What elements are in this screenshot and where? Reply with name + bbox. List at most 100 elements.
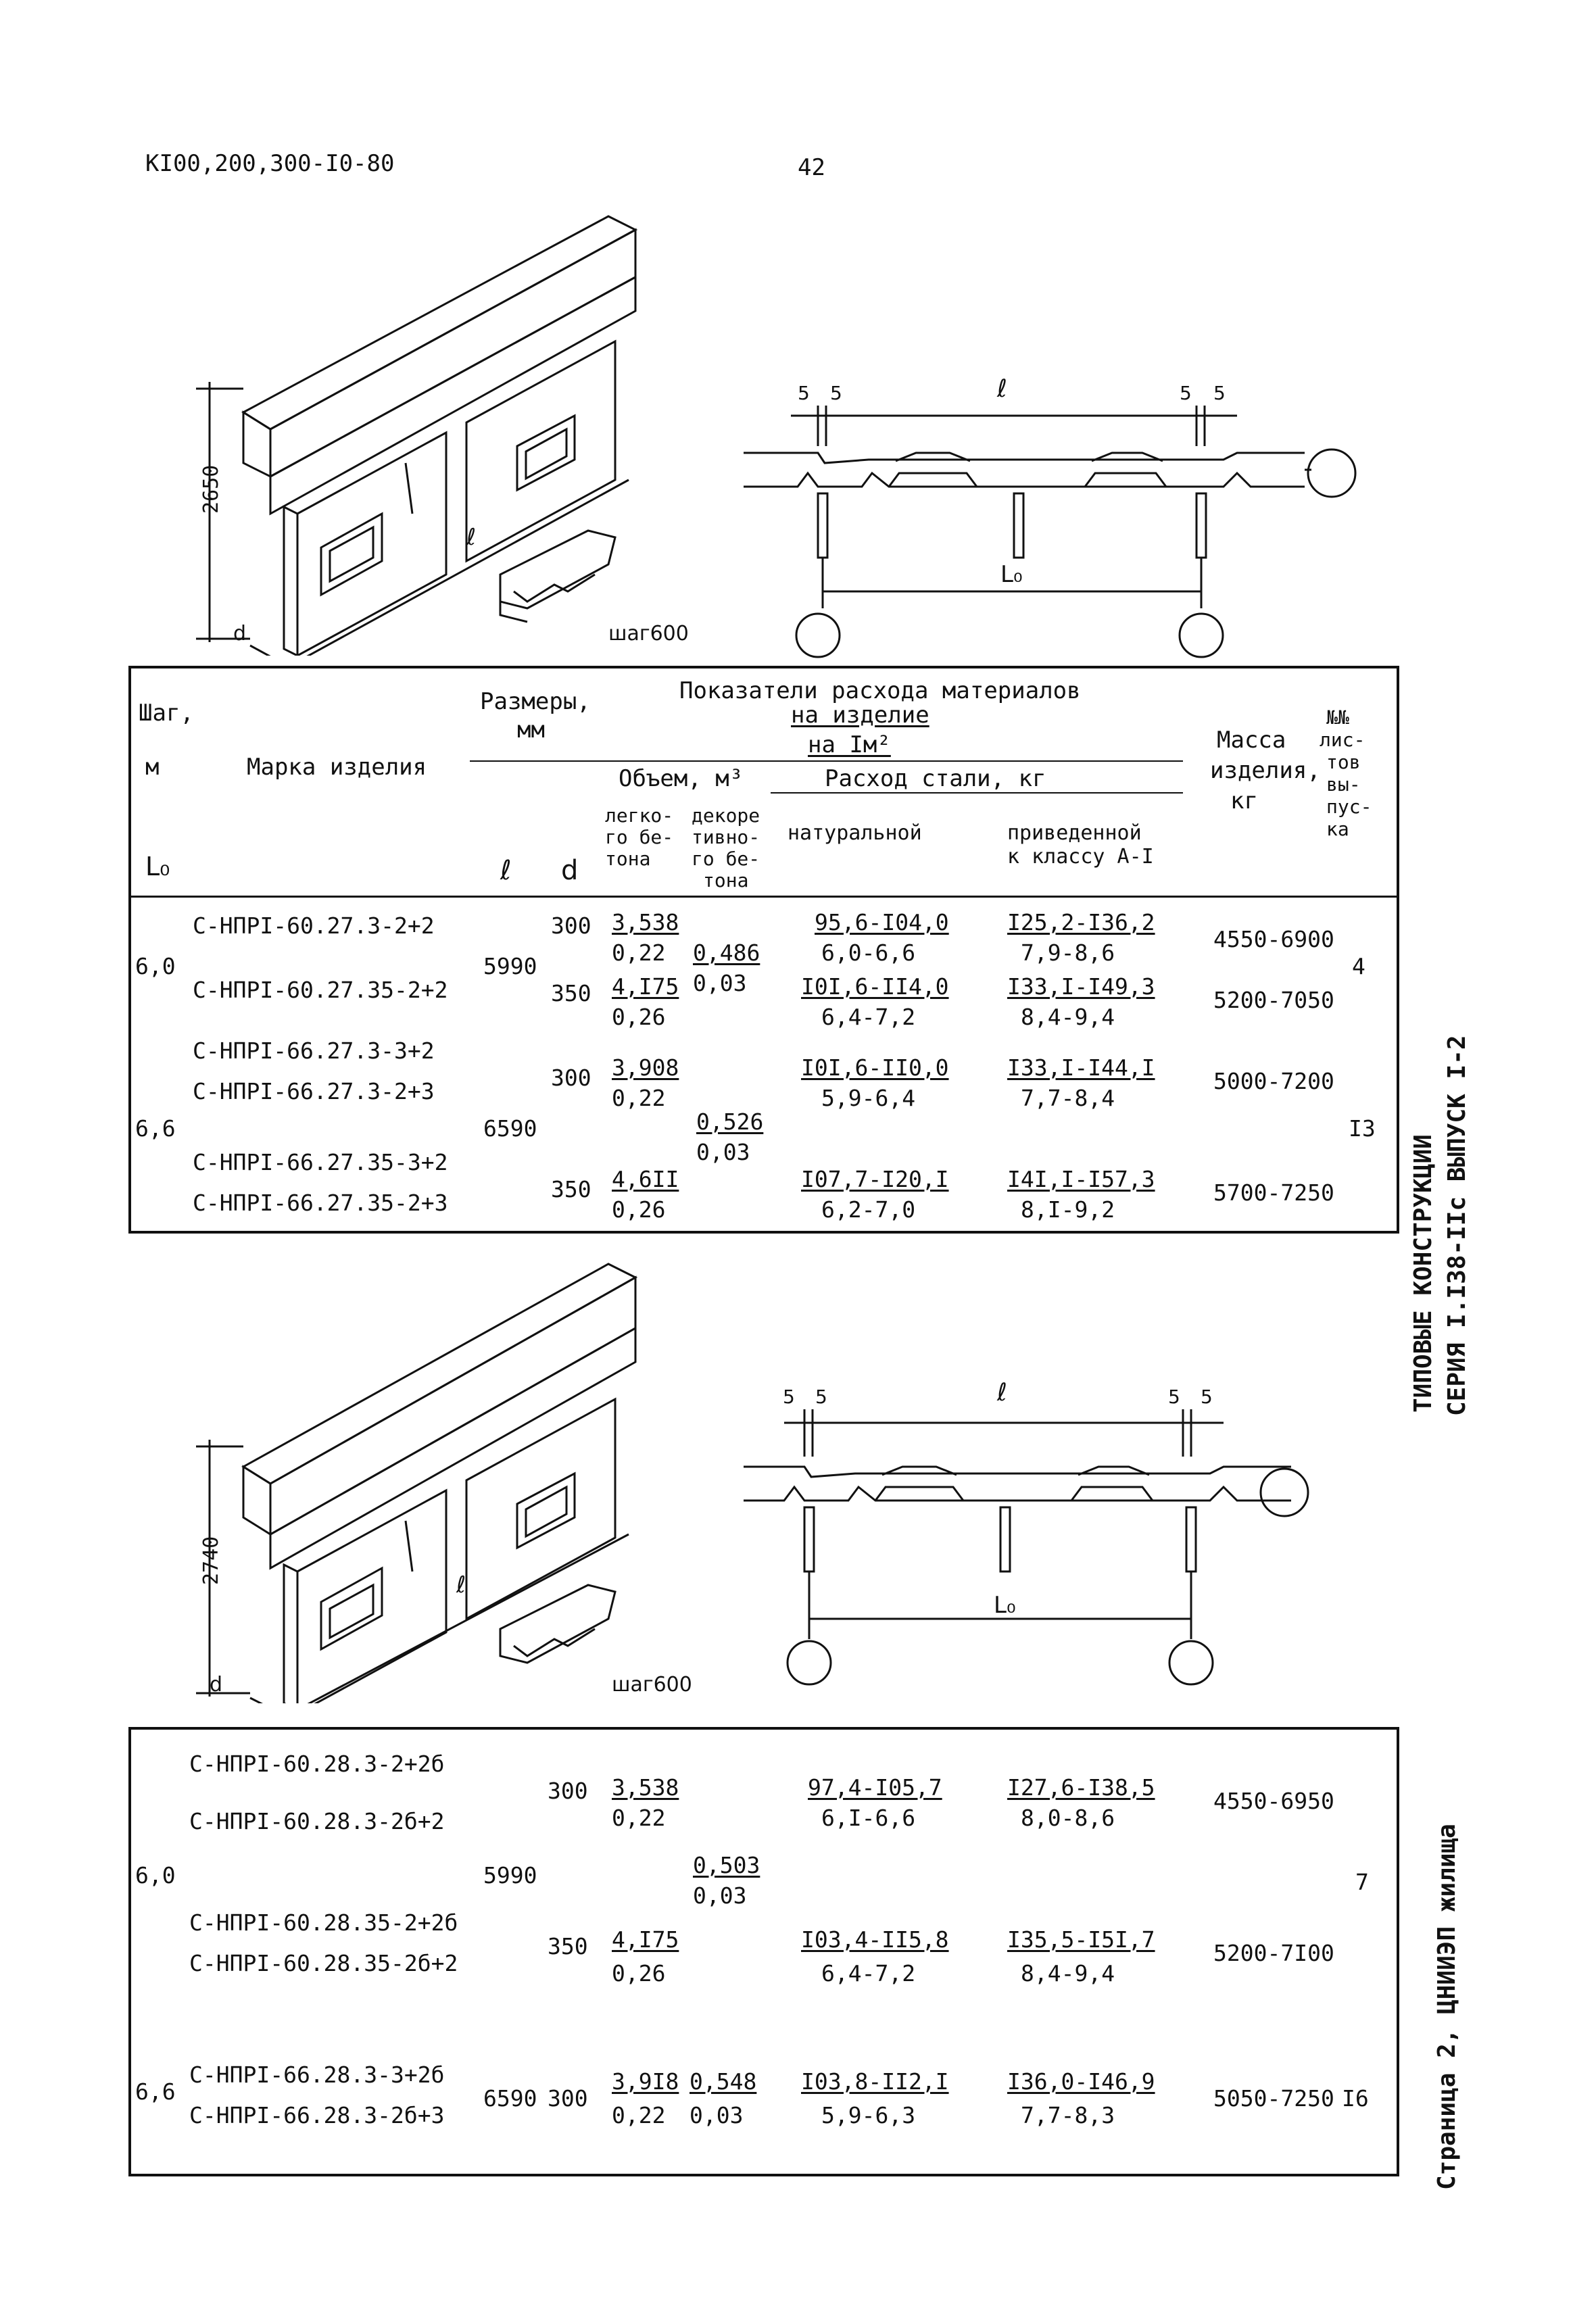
t2-r2-reduced-bottom: 8,4-9,4 <box>1021 1960 1115 1987</box>
step-label: шаг600 <box>608 622 689 645</box>
t1-r4-mark-a: С-НПРI-66.27.35-3+2 <box>193 1149 448 1175</box>
length-symbol: ℓ <box>466 524 477 551</box>
document-code: КI00,200,300-I0-80 <box>145 150 395 177</box>
t2-r3-d: 300 <box>548 2085 588 2112</box>
t2-group1-decor-bottom: 0,03 <box>693 1882 747 1909</box>
gap-label-left: 5 <box>798 382 810 404</box>
t1-r4-volume-bottom: 0,26 <box>612 1196 666 1223</box>
t2-r2-natural-bottom: 6,4-7,2 <box>821 1960 916 1987</box>
t1-r3-mass: 5000-7200 <box>1213 1068 1334 1094</box>
header-sizes-unit: мм <box>517 716 545 744</box>
t1-group2-step: 6,6 <box>135 1115 176 1142</box>
header-decor-concrete-3: го бе- <box>692 848 760 870</box>
t2-r3-mass: 5050-7250 <box>1213 2085 1334 2112</box>
t2-r1-reduced-bottom: 8,0-8,6 <box>1021 1805 1115 1831</box>
height-dimension-label-2: 2740 <box>199 1536 223 1585</box>
t2-group2-length: 6590 <box>483 2085 537 2112</box>
header-d-symbol: d <box>561 855 579 886</box>
t2-group1-decor-top: 0,503 <box>693 1852 760 1878</box>
t1-group1-decor-top: 0,486 <box>693 940 760 966</box>
t1-r1-volume-top: 3,538 <box>612 909 679 935</box>
t2-r1-natural-top: 97,4-I05,7 <box>808 1774 942 1801</box>
header-reduced-1: приведенной <box>1007 821 1142 845</box>
panel-isometric-drawing-2 <box>176 1244 703 1703</box>
t2-r3-volume-top: 3,9I8 <box>612 2068 679 2095</box>
t1-r3-reduced-top: I33,I-I44,I <box>1007 1054 1155 1081</box>
t1-r3-volume-bottom: 0,22 <box>612 1085 666 1111</box>
span-symbol: ℓ <box>997 375 1007 403</box>
gap-label-right-2: 5 <box>1213 382 1226 404</box>
t1-r1-volume-bottom: 0,22 <box>612 940 666 966</box>
t1-r2-natural-top: I0I,6-II4,0 <box>801 973 949 1000</box>
t2-r3-mark-b: С-НПРI-66.28.3-2б+3 <box>189 2102 445 2128</box>
header-sizes: Размеры, <box>480 688 591 715</box>
t2-r3-natural-top: I03,8-II2,I <box>801 2068 949 2095</box>
header-decor-concrete-2: тивно- <box>692 826 760 848</box>
materials-table-1 <box>128 666 1399 1234</box>
t1-r3-volume-top: 3,908 <box>612 1054 679 1081</box>
table-header-divider <box>128 896 1399 898</box>
t2-r3-volume-bottom: 0,22 <box>612 2102 666 2128</box>
t1-r2-d: 350 <box>551 980 591 1006</box>
header-mass-3: кг <box>1230 787 1258 814</box>
t2-group1-sheet: 7 <box>1355 1869 1369 1895</box>
t2-r1-reduced-top: I27,6-I38,5 <box>1007 1774 1155 1801</box>
t1-r2-mark: С-НПРI-60.27.35-2+2 <box>193 977 448 1003</box>
t1-r4-reduced-bottom: 8,I-9,2 <box>1021 1196 1115 1223</box>
t2-r2-d: 350 <box>548 1933 588 1959</box>
header-sheets-3: тов <box>1326 751 1361 773</box>
t1-group2-length: 6590 <box>483 1115 537 1142</box>
gap-label-left-drawing-2: 5 <box>783 1386 795 1408</box>
header-sheets-2: лис- <box>1320 729 1365 751</box>
t1-r4-volume-top: 4,6II <box>612 1166 679 1192</box>
t1-r2-reduced-bottom: 8,4-9,4 <box>1021 1004 1115 1030</box>
t2-r1-natural-bottom: 6,I-6,6 <box>821 1805 916 1831</box>
t2-r2-mass: 5200-7I00 <box>1213 1940 1334 1966</box>
panel-isometric-drawing-1 <box>176 196 703 656</box>
header-sheets-4: вы- <box>1326 773 1361 796</box>
axis-span-symbol: L₀ <box>1000 561 1023 588</box>
t1-r1-mass: 4550-6900 <box>1213 926 1334 952</box>
section-drawing-1 <box>723 385 1359 669</box>
header-step-unit: м <box>145 754 160 781</box>
t2-r2-mark-b: С-НПРI-60.28.35-2б+2 <box>189 1950 458 1976</box>
t2-r3-decor-top: 0,548 <box>690 2068 757 2095</box>
gap-label-left-2: 5 <box>830 382 842 404</box>
t2-r3-decor-bottom: 0,03 <box>690 2102 744 2128</box>
t2-group1-step: 6,0 <box>135 1862 176 1888</box>
side-footer: Страница 2, ЦНИИЭП жилища <box>1433 1824 1461 2190</box>
t2-group2-step: 6,6 <box>135 2078 176 2105</box>
materials-table-2 <box>128 1727 1399 2176</box>
t2-r3-reduced-top: I36,0-I46,9 <box>1007 2068 1155 2095</box>
header-step-axis: L₀ <box>145 852 170 881</box>
header-mass-1: Масса <box>1217 727 1286 754</box>
height-dimension-label: 2650 <box>199 464 223 514</box>
t1-r1-reduced-bottom: 7,9-8,6 <box>1021 940 1115 966</box>
t1-r3-natural-top: I0I,6-II0,0 <box>801 1054 949 1081</box>
t1-group1-length: 5990 <box>483 953 537 979</box>
depth-symbol-2: d <box>210 1673 223 1697</box>
t1-r4-mark-b: С-НПРI-66.27.35-2+3 <box>193 1190 448 1216</box>
header-light-concrete-2: го бе- <box>605 826 674 848</box>
t1-r4-reduced-top: I4I,I-I57,3 <box>1007 1166 1155 1192</box>
t1-r2-reduced-top: I33,I-I49,3 <box>1007 973 1155 1000</box>
header-per-m2: на Iм² <box>808 731 891 758</box>
header-indicators: Показатели расхода материалов <box>679 677 1081 704</box>
t1-group2-decor-bottom: 0,03 <box>696 1139 750 1165</box>
header-volume: Объем, м³ <box>619 765 744 792</box>
header-subdivider-2 <box>771 792 1183 794</box>
t1-group2-decor-top: 0,526 <box>696 1108 764 1135</box>
header-sheets-5: пус- <box>1326 796 1372 818</box>
t1-r3-reduced-bottom: 7,7-8,4 <box>1021 1085 1115 1111</box>
header-steel: Расход стали, кг <box>825 765 1046 792</box>
section-drawing-2 <box>723 1392 1359 1690</box>
t2-r3-mark-a: С-НПРI-66.28.3-3+2б <box>189 2062 445 2088</box>
t2-r2-volume-bottom: 0,26 <box>612 1960 666 1987</box>
t1-group1-step: 6,0 <box>135 953 176 979</box>
t2-r2-mark-a: С-НПРI-60.28.35-2+2б <box>189 1909 458 1936</box>
t2-r1-mass: 4550-6950 <box>1213 1788 1334 1814</box>
t1-r3-natural-bottom: 5,9-6,4 <box>821 1085 916 1111</box>
gap-label-left-2-drawing-2: 5 <box>815 1386 827 1408</box>
header-decor-concrete-4: тона <box>703 869 749 892</box>
t2-group2-sheet: I6 <box>1342 2085 1369 2112</box>
